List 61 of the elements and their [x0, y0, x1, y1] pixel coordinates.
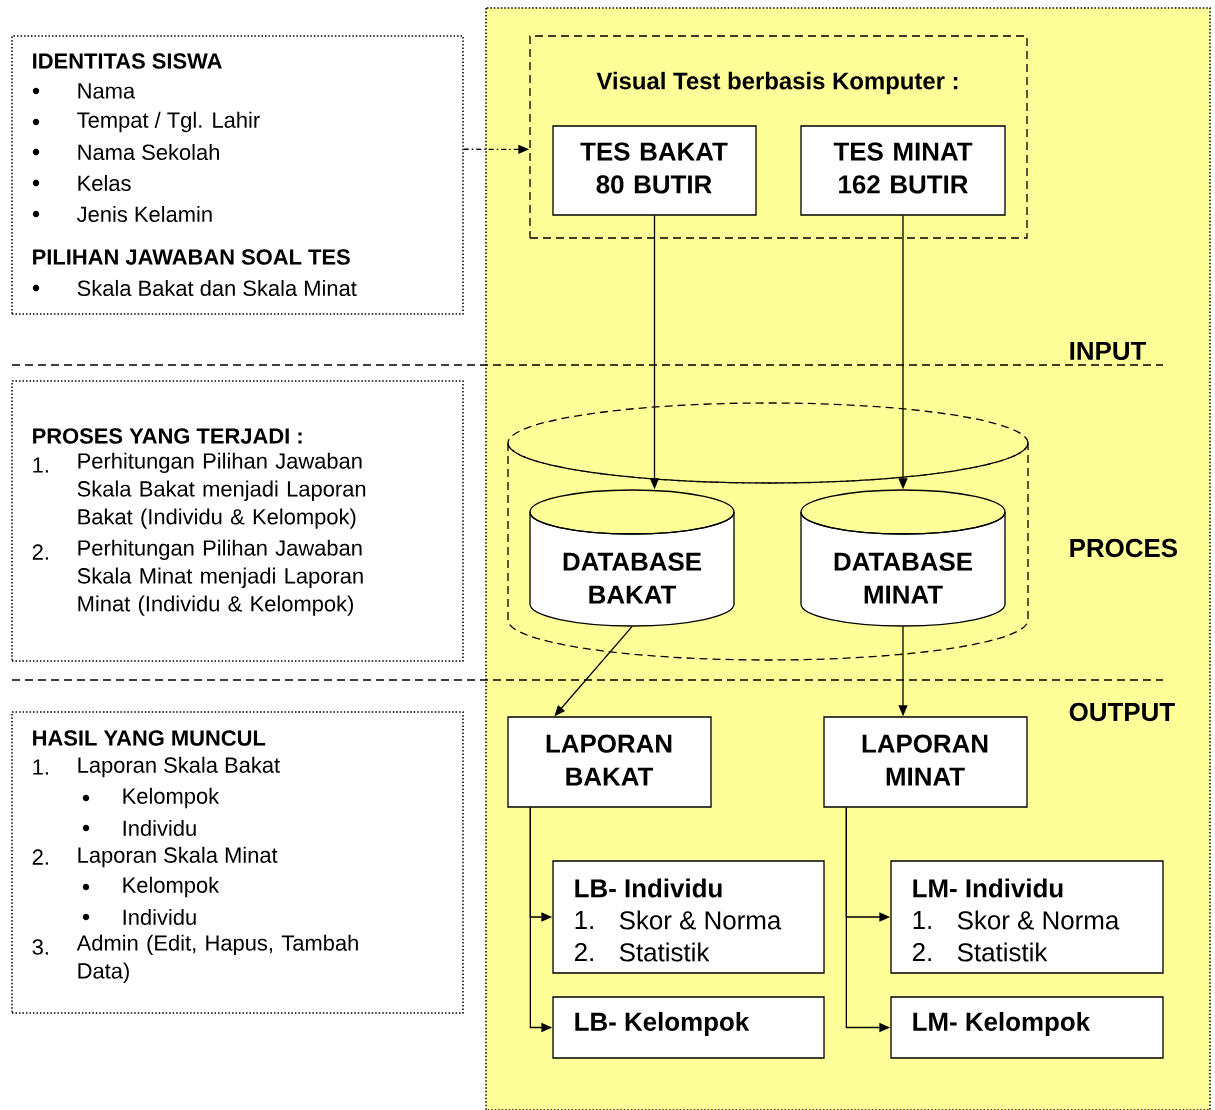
- section-label: PROCES: [1070, 538, 1178, 558]
- group-box: [529, 35, 1028, 239]
- box-heading: PILIHAN JAWABAN SOAL TES: [33, 249, 350, 265]
- list-number: 3.: [32, 939, 48, 955]
- section-label: INPUT: [1070, 341, 1147, 361]
- list-item: Perhitungan Pilihan Jawaban Skala Bakat menjadi Laporan Bakat (Individu & Kelompok): [77, 452, 366, 529]
- box-text: TES MINAT 162 BUTIR: [833, 142, 973, 194]
- list-item: Jenis Kelamin: [77, 205, 212, 223]
- process-box: [800, 125, 1006, 216]
- database-cylinder: [800, 489, 1006, 627]
- process-box: [552, 860, 825, 974]
- list-number: 1.: [33, 457, 48, 473]
- text-panel: [11, 35, 464, 315]
- list-item: Kelas: [78, 174, 131, 192]
- list-item: Skor & Norma: [957, 910, 1120, 930]
- list-number: 2.: [32, 849, 48, 865]
- list-item: Laporan Skala Minat: [78, 846, 278, 868]
- box-heading: PROSES YANG TERJADI :: [33, 428, 302, 444]
- text-panel: [11, 711, 464, 1014]
- list-item: Kelompok: [123, 787, 220, 809]
- box-heading: LM- Kelompok: [913, 1011, 1091, 1037]
- list-item: Tempat / Tgl. Lahir: [77, 111, 260, 133]
- list-number: 2.: [32, 544, 48, 560]
- list-item: Skor & Norma: [619, 910, 782, 930]
- list-number: 2.: [912, 942, 931, 962]
- list-item: Individu: [123, 908, 196, 926]
- list-item: Laporan Skala Bakat: [78, 756, 280, 778]
- process-box: [890, 996, 1164, 1059]
- section-label: OUTPUT: [1069, 702, 1175, 722]
- list-item: Statistik: [957, 942, 1048, 962]
- box-text: TES BAKAT 80 BUTIR: [580, 142, 728, 194]
- storage-cylinder: [507, 402, 1029, 661]
- box-text: DATABASE MINAT: [834, 552, 972, 604]
- list-number: 1.: [33, 759, 48, 775]
- box-heading: LM- Individu: [913, 878, 1063, 898]
- process-box: [890, 860, 1164, 974]
- list-item: Nama Sekolah: [78, 143, 219, 161]
- list-item: Perhitungan Pilihan Jawaban Skala Minat menjadi Laporan Minat (Individu & Kelompok): [77, 539, 363, 616]
- list-number: 1.: [913, 911, 931, 929]
- box-heading: LB- Kelompok: [575, 1011, 750, 1037]
- box-heading: IDENTITAS SISWA: [33, 53, 222, 69]
- list-number: 2.: [574, 942, 593, 962]
- list-item: Nama: [78, 83, 136, 99]
- database-cylinder: [529, 489, 735, 627]
- box-text: LAPORAN BAKAT: [546, 734, 672, 786]
- list-item: Admin (Edit, Hapus, Tambah Data): [76, 934, 358, 983]
- list-item: Skala Bakat dan Skala Minat: [77, 279, 357, 297]
- list-item: Kelompok: [123, 876, 220, 898]
- box-text: LAPORAN MINAT: [862, 734, 988, 786]
- process-box: [552, 996, 825, 1059]
- box-heading: LB- Individu: [575, 878, 722, 898]
- list-number: 1.: [575, 911, 593, 929]
- list-item: Individu: [123, 819, 196, 837]
- process-box: [552, 125, 757, 216]
- text-panel: [11, 380, 464, 662]
- box-text: DATABASE BAKAT: [563, 552, 701, 604]
- group-title: Visual Test berbasis Komputer :: [596, 71, 958, 95]
- list-item: Statistik: [619, 942, 710, 962]
- box-heading: HASIL YANG MUNCUL: [33, 730, 266, 746]
- process-box: [823, 716, 1028, 808]
- process-box: [507, 716, 712, 808]
